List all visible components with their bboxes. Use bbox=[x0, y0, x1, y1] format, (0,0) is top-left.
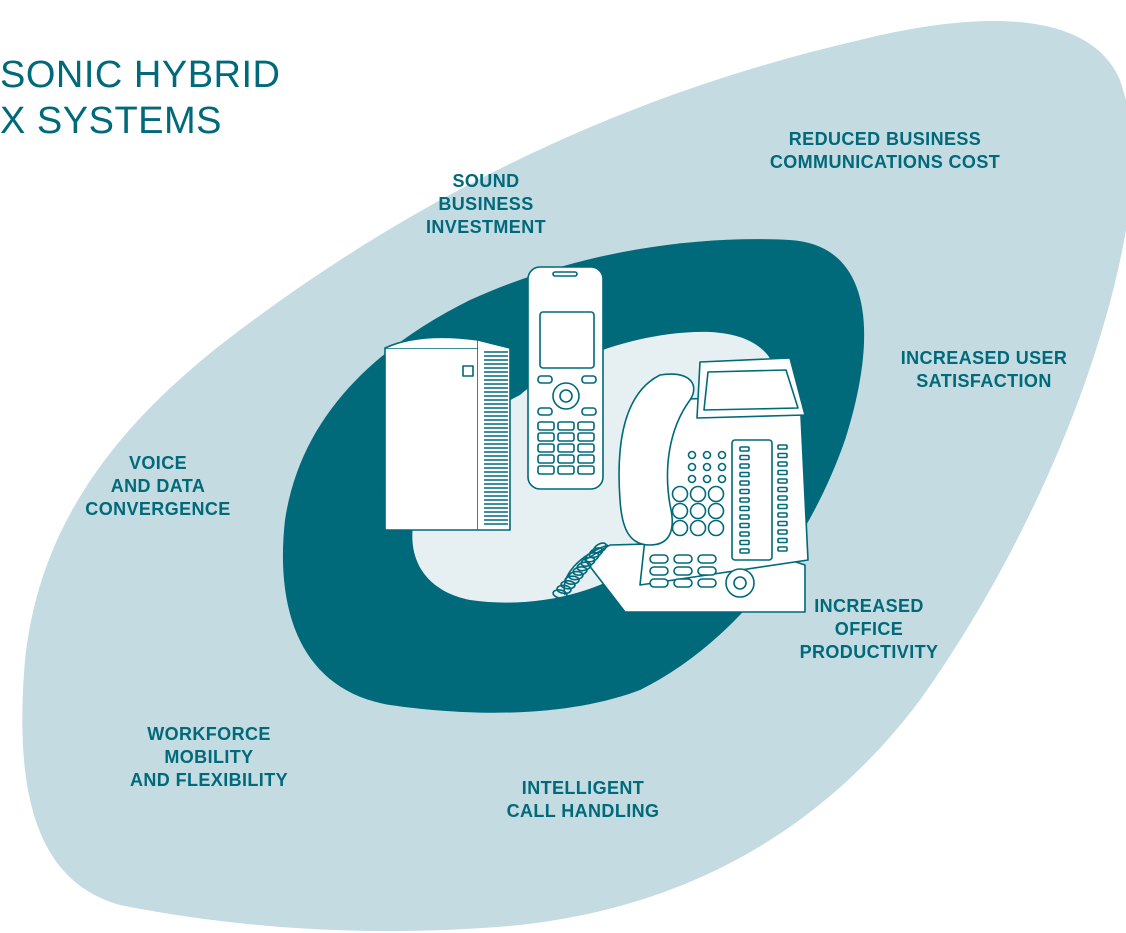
dect-handset-icon bbox=[527, 266, 604, 490]
desk-phone-icon bbox=[552, 357, 809, 613]
page-title-line1: SONIC HYBRID bbox=[0, 54, 281, 96]
pbx-unit-icon bbox=[379, 336, 511, 531]
page-title-line2: X SYSTEMS bbox=[0, 100, 222, 142]
